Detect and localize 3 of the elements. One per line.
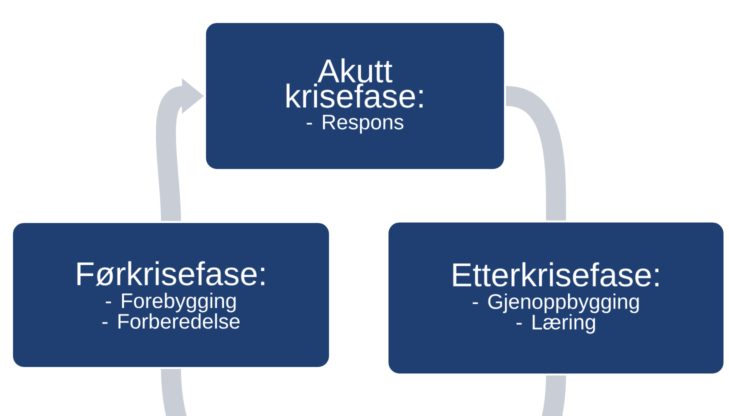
phase-box: Førkrisefase: - Forebygging - Forberedelse <box>11 221 331 369</box>
phase-box: Akutt krisefase: - Respons <box>204 21 506 171</box>
phase-box: Etterkrisefase: - Gjenoppbygging - Læring <box>386 220 726 376</box>
